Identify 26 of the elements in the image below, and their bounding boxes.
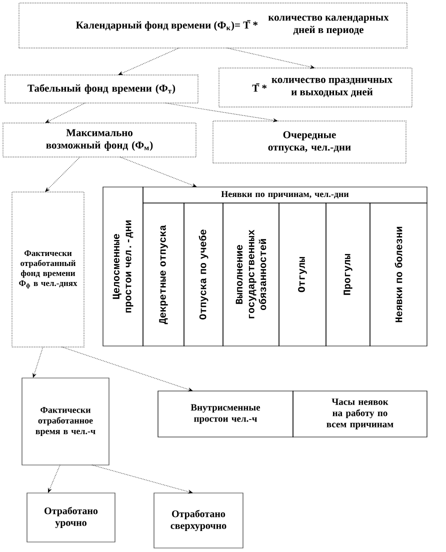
- text-box: Отработано урочно: [26, 492, 116, 542]
- arrow: [120, 156, 197, 188]
- arrow: [118, 48, 180, 75]
- arrow: [45, 156, 80, 192]
- table-cell: Неявки по причинам, чел.-дни: [142, 186, 428, 204]
- table-cell: Целосменные простои чел.-дни: [102, 186, 144, 346]
- formula-box: Т̄ * количество праздничных и выходных дней: [218, 68, 412, 108]
- table-cell: Внутрисменные простои чел.-ч: [158, 390, 294, 438]
- table-cell: Отгулы: [278, 202, 326, 346]
- table-cell: Декретные отпуска: [142, 202, 184, 346]
- formula-box: Календарный фонд времени (Ф$_{к}$)= Т̄ * количество календарных дней в периоде: [18, 2, 408, 48]
- text-box: Максимально возможный фонд (Ф$_{м}$): [2, 122, 196, 158]
- table-cell: Часы неявок на работу по всем причинам: [292, 390, 428, 438]
- arrow: [62, 346, 193, 392]
- table-cell: Выполнение государственных обязанностей: [222, 202, 280, 346]
- table-cell: Неявки по болезни: [370, 202, 428, 346]
- text-box: Фактически отработанный фонд времени Ф$_{ф}$ в чел.-днях: [12, 192, 84, 348]
- arrow: [48, 464, 60, 493]
- text-box: Отработано сверхурочно: [154, 492, 244, 548]
- text-box: Фактически отработанное время в чел.-ч: [22, 378, 110, 466]
- table-cell: Прогулы: [326, 202, 370, 346]
- text-box: Очередные отпуска, чел.-дни: [212, 120, 406, 164]
- table-cell: Отпуска по учебе: [184, 202, 224, 346]
- arrow: [32, 346, 44, 378]
- arrow: [45, 102, 86, 123]
- text-box: Табельный фонд времени (Ф$_{т}$): [4, 74, 198, 104]
